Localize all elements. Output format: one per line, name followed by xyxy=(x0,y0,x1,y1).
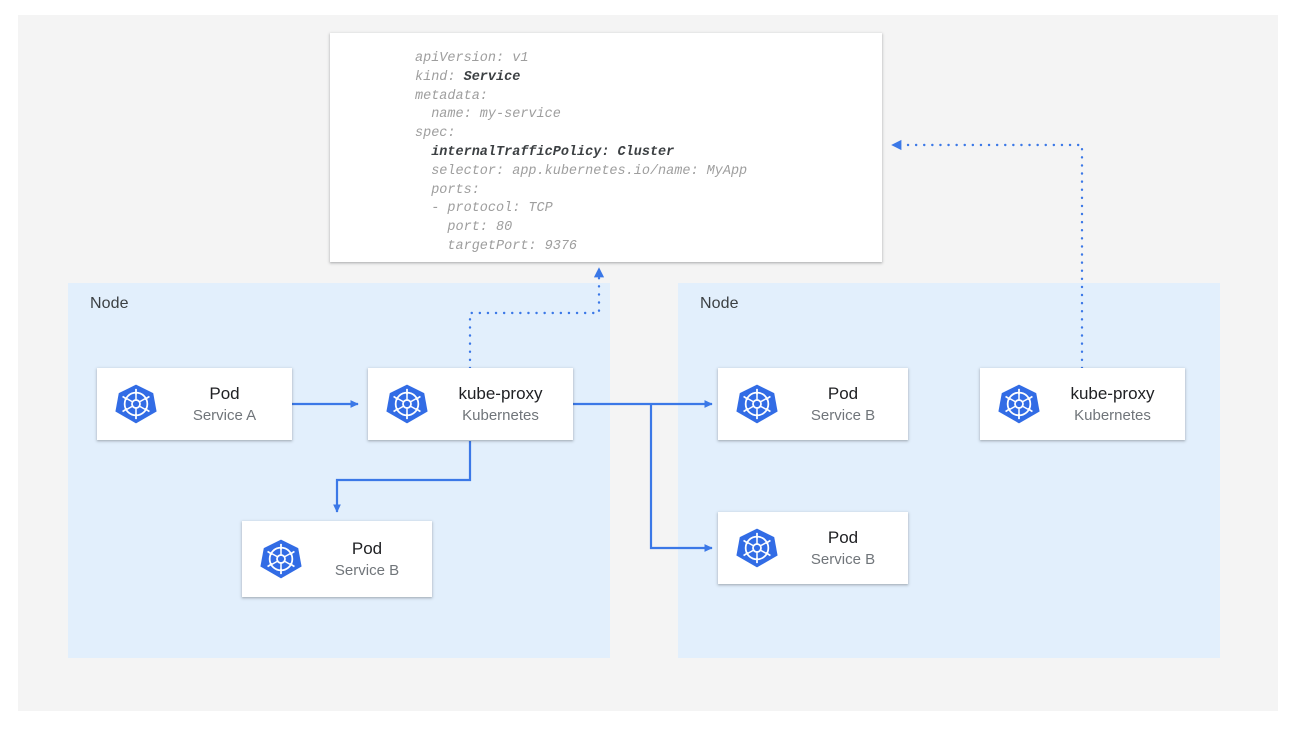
card-subtitle: Service B xyxy=(810,406,876,424)
card-title: Pod xyxy=(827,527,859,547)
card-title: kube-proxy xyxy=(458,383,543,403)
card-kube-proxy-left[interactable]: kube-proxy Kubernetes xyxy=(368,368,573,440)
card-text: kube-proxy Kubernetes xyxy=(1040,383,1185,426)
card-title: Pod xyxy=(827,383,859,403)
card-kube-proxy-right[interactable]: kube-proxy Kubernetes xyxy=(980,368,1185,440)
card-subtitle: Service B xyxy=(334,561,400,579)
card-text: Pod Service B xyxy=(778,527,908,570)
card-subtitle: Kubernetes xyxy=(1074,406,1151,424)
kubernetes-icon xyxy=(736,384,778,424)
kubernetes-icon xyxy=(998,384,1040,424)
card-subtitle: Kubernetes xyxy=(462,406,539,424)
card-title: Pod xyxy=(351,538,383,558)
kubernetes-icon xyxy=(115,384,157,424)
card-text: kube-proxy Kubernetes xyxy=(428,383,573,426)
card-subtitle: Service A xyxy=(192,406,257,424)
card-pod-service-b-remote-upper[interactable]: Pod Service B xyxy=(718,368,908,440)
node-label-left: Node xyxy=(90,295,129,312)
kubernetes-icon xyxy=(736,528,778,568)
card-text: Pod Service B xyxy=(778,383,908,426)
service-spec-card: apiVersion: v1 kind: Service metadata: n… xyxy=(330,33,882,262)
node-group-right: Node xyxy=(678,283,1220,658)
card-title: Pod xyxy=(209,383,240,403)
card-pod-service-b-local[interactable]: Pod Service B xyxy=(242,521,432,597)
card-pod-service-a[interactable]: Pod Service A xyxy=(97,368,292,440)
kubernetes-icon xyxy=(260,539,302,579)
service-spec-yaml: apiVersion: v1 kind: Service metadata: n… xyxy=(415,51,748,254)
kubernetes-icon xyxy=(386,384,428,424)
card-pod-service-b-remote-lower[interactable]: Pod Service B xyxy=(718,512,908,584)
node-label-right: Node xyxy=(700,295,739,312)
card-subtitle: Service B xyxy=(810,550,876,568)
card-title: kube-proxy xyxy=(1070,383,1155,403)
card-text: Pod Service A xyxy=(157,383,292,426)
node-group-left: Node xyxy=(68,283,610,658)
card-text: Pod Service B xyxy=(302,538,432,581)
